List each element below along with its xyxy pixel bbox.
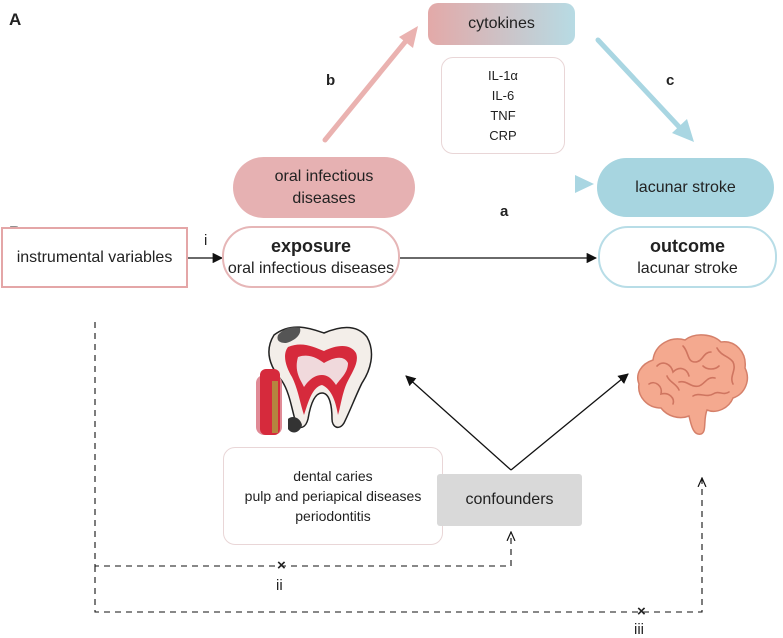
dashed-path-iii — [94, 478, 702, 613]
disease-item: dental caries — [293, 468, 373, 484]
instrumental-variables-box: instrumental variables — [1, 227, 188, 288]
disease-item: pulp and periapical diseases — [244, 488, 422, 504]
cytokine-item: CRP — [489, 127, 517, 143]
disease-item: periodontitis — [295, 508, 371, 524]
path-label-c: c — [666, 72, 675, 89]
tooth-icon — [256, 326, 373, 435]
brain-icon — [637, 334, 749, 435]
outcome-box: outcome lacunar stroke — [598, 226, 777, 288]
cytokines-box: cytokines — [428, 3, 575, 45]
dashed-path-ii — [94, 322, 511, 567]
cytokine-list-box: IL-1α IL-6 TNF CRP — [441, 57, 565, 154]
panel-label-a: A — [9, 10, 22, 29]
arrow-a — [423, 175, 594, 193]
assumption-label-iii: iii — [634, 621, 644, 638]
arrow-b — [322, 26, 418, 143]
outcome-title: outcome — [649, 236, 725, 256]
oral-infectious-diseases-box: oral infectious diseases — [233, 157, 415, 218]
cytokine-item: IL-1α — [488, 67, 518, 83]
cross-mark-ii: × — [277, 557, 286, 574]
assumption-label-ii: ii — [276, 577, 283, 594]
exposure-box: exposure oral infectious diseases — [222, 226, 400, 288]
confounders-box: confounders — [437, 474, 582, 526]
outcome-subtitle: lacunar stroke — [637, 260, 738, 277]
cross-mark-iii: × — [637, 603, 646, 620]
disease-list-box: dental caries pulp and periapical diseas… — [223, 447, 443, 545]
cytokine-item: TNF — [490, 107, 516, 123]
assumption-label-i: i — [204, 232, 208, 249]
path-label-a: a — [500, 203, 509, 220]
exposure-title: exposure — [270, 236, 352, 256]
arrow-confounder-outcome — [510, 373, 629, 471]
arrow-c — [595, 37, 694, 142]
exposure-subtitle: oral infectious diseases — [227, 260, 395, 277]
cytokine-item: IL-6 — [491, 87, 515, 103]
lacunar-stroke-box: lacunar stroke — [597, 158, 774, 217]
arrow-confounder-exposure — [405, 375, 512, 471]
path-label-b: b — [326, 72, 336, 89]
